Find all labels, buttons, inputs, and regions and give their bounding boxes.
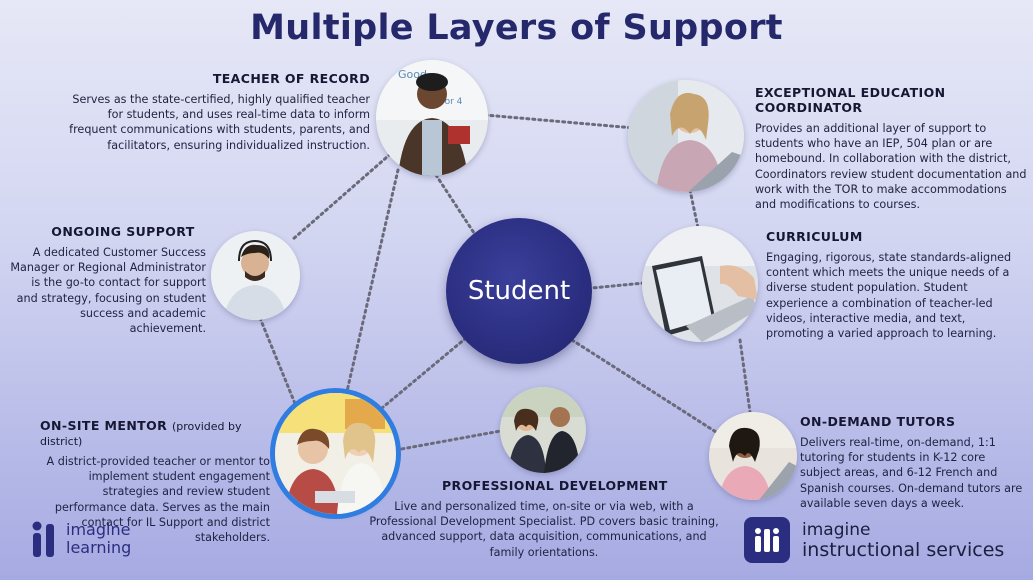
teacher-heading: TEACHER OF RECORD <box>212 71 370 86</box>
student-label: Student <box>467 276 571 306</box>
tutors-photo <box>709 412 797 500</box>
exceptional-coordinator-photo <box>628 80 744 192</box>
imagine-learning-logo-mark <box>32 521 54 557</box>
teacher-of-record-section: TEACHER OF RECORD Serves as the state-ce… <box>64 71 370 153</box>
exceptional-text: Provides an additional layer of support … <box>755 122 1027 212</box>
connector-student-tutors <box>570 338 718 434</box>
teacher-photo: Good 3 or 4 <box>376 60 488 176</box>
connector-teacher-exceptional <box>483 113 636 130</box>
imagine-learning-logo: imagine learning <box>30 520 131 558</box>
connector-curriculum-student <box>590 281 646 290</box>
connector-student-mentor <box>380 336 468 410</box>
logo-left-line1: imagine <box>66 520 131 539</box>
logo-left-line2: learning <box>66 538 132 557</box>
tutors-text: Delivers real-time, on-demand, 1:1 tutor… <box>800 436 1023 510</box>
connector-ongoing-mentor <box>258 316 298 408</box>
ongoing-support-photo <box>211 231 300 320</box>
curriculum-section: CURRICULUM Engaging, rigorous, state sta… <box>766 229 1024 341</box>
logo-right-line1: imagine <box>802 520 871 540</box>
professional-development-section: PROFESSIONAL DEVELOPMENT Live and person… <box>364 478 724 560</box>
pd-heading: PROFESSIONAL DEVELOPMENT <box>442 478 668 493</box>
connector-mentor-pd <box>394 428 508 452</box>
logo-mark-glyph <box>755 528 779 552</box>
student-node: Student <box>446 218 592 364</box>
connector-teacher-student <box>434 173 478 238</box>
curriculum-heading: CURRICULUM <box>766 229 863 244</box>
professional-development-photo <box>500 387 586 473</box>
curriculum-text: Engaging, rigorous, state standards-alig… <box>766 251 1012 341</box>
connector-curriculum-tutors <box>738 338 752 414</box>
logo-right-line2: instructional services <box>802 539 1005 561</box>
curriculum-photo <box>642 226 758 342</box>
exceptional-education-section: EXCEPTIONAL EDUCATION COORDINATOR Provid… <box>755 85 1031 212</box>
pd-text: Live and personalized time, on-site or v… <box>369 500 719 559</box>
exceptional-heading: EXCEPTIONAL EDUCATION COORDINATOR <box>755 85 946 115</box>
imagine-instructional-services-logo: imagine instructional services <box>744 517 1004 563</box>
mentor-heading-text: ON-SITE MENTOR <box>40 418 168 433</box>
ongoing-text: A dedicated Customer Success Manager or … <box>10 246 206 336</box>
on-demand-tutors-section: ON-DEMAND TUTORS Delivers real-time, on-… <box>800 414 1026 511</box>
teacher-text: Serves as the state-certified, highly qu… <box>69 93 370 152</box>
mentor-heading-note: (provided by district) <box>40 420 242 448</box>
page-title: Multiple Layers of Support <box>250 8 783 48</box>
ongoing-heading: ONGOING SUPPORT <box>51 224 195 239</box>
mentor-text: A district-provided teacher or mentor to… <box>46 455 270 545</box>
connector-teacher-mentor <box>343 168 400 402</box>
tutors-heading: ON-DEMAND TUTORS <box>800 414 956 429</box>
mentor-heading: ON-SITE MENTOR (provided by district) <box>40 418 270 448</box>
imagine-instructional-logo-mark <box>744 517 790 563</box>
ongoing-support-section: ONGOING SUPPORT A dedicated Customer Suc… <box>10 224 206 336</box>
on-site-mentor-section: ON-SITE MENTOR (provided by district) A … <box>30 418 270 545</box>
connector-teacher-ongoing <box>290 148 397 242</box>
svg-text:3 or 4: 3 or 4 <box>436 97 463 107</box>
connector-exceptional-curriculum <box>688 188 700 230</box>
